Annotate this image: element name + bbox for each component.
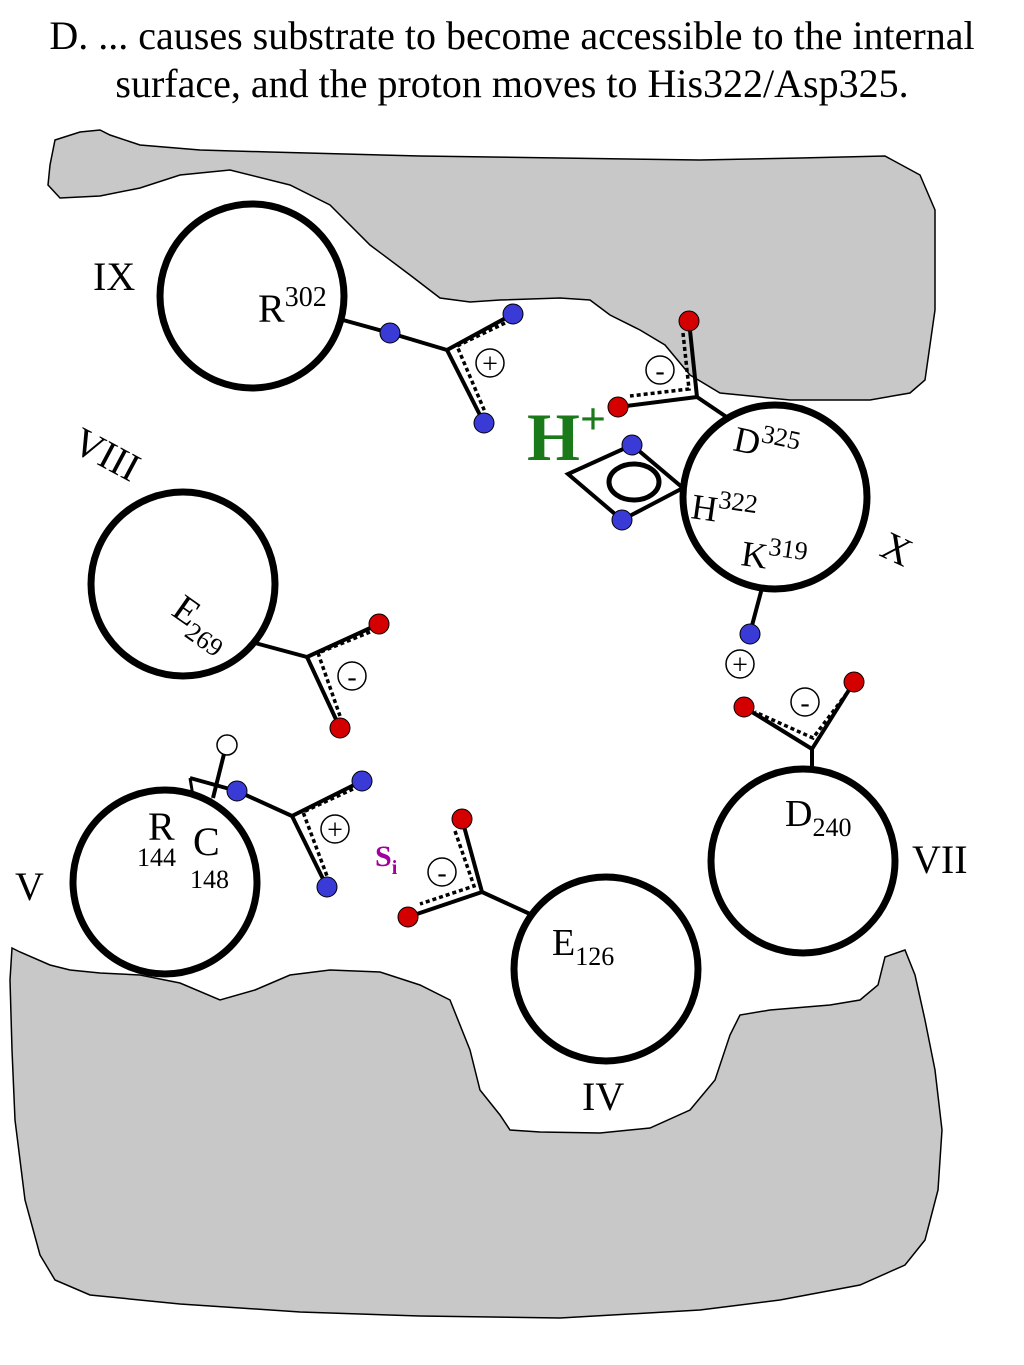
k319-charge: + [732,650,748,681]
e126-oxygen-2 [397,906,419,928]
r302-label: R302 [258,282,327,331]
substrate-subscript: i [392,857,398,879]
r144-bond-3 [291,779,363,818]
d240-charge-circle [790,687,820,717]
h322-aromatic-ring [606,461,662,503]
r144-bond-4 [290,815,329,888]
r144-number: 144 [137,843,176,872]
h322-nitrogen-1 [621,434,643,456]
d325-bond [695,395,730,420]
r302-delocalized-bond [454,321,506,413]
r302-number: 302 [285,282,327,313]
e126-bond-3 [407,890,483,919]
e126-delocalized-bond [419,830,477,906]
d325-oxygen-1 [678,310,700,332]
e126-bond-2 [460,818,484,893]
helix-ix-circle [156,200,348,392]
r144-letter: R [148,804,175,849]
helix-iv-label: IV [582,1074,624,1119]
r302-nitrogen-2 [502,303,524,325]
d240-bond-3 [742,705,814,751]
helix-viii-label: VIII [66,418,148,490]
r302-letter: R [258,286,285,331]
r144-charge-circle [320,814,350,844]
helix-v-label: V [15,864,44,909]
k319-charge-circle [725,649,755,679]
helix-x-circle [679,401,871,593]
h322-imidazole-ring [564,442,687,523]
h322-label: H322 [689,481,760,535]
helix-vii-circle [707,765,899,957]
c148-hydrogen [216,734,238,756]
e126-label: E126 [552,922,614,971]
e126-number: 126 [575,942,614,971]
helix-ix-label: IX [93,254,135,299]
r144-nitrogen-3 [316,876,338,898]
r302-bond-4 [445,349,486,424]
d240-charge: - [800,688,809,719]
d325-charge: - [655,356,664,387]
d240-bond-2 [810,680,856,751]
d325-bond-2 [687,320,699,398]
e269-oxygen-1 [368,613,390,635]
r144-charge: + [327,815,343,846]
r302-nitrogen-3 [473,412,495,434]
helix-vii-label: VII [912,837,968,882]
d240-delocalized-bond [754,691,849,741]
d325-delocalized-bond [629,332,691,398]
d325-charge-circle [645,355,675,385]
c148-right-angle-mark [188,777,213,802]
helix-viii-circle [87,488,279,680]
k319-number: 319 [767,532,810,566]
e269-bond-3 [305,656,342,729]
helix-x-label: X [874,522,919,575]
e269-charge: - [347,662,356,693]
upper-protein-surface [47,129,936,401]
e126-charge: - [437,858,446,889]
substrate-label: Si [375,840,398,879]
c148-number: 148 [190,865,229,894]
proton-charge: + [580,393,606,444]
title-line-2: surface, and the proton moves to His322/… [115,61,909,106]
d240-label: D240 [785,793,851,842]
helix-iv-circle [510,873,702,1065]
d240-oxygen-1 [843,671,865,693]
title-line-1: D. ... causes substrate to become access… [49,13,975,58]
lower-protein-surface [9,946,943,1319]
h322-letter: H [689,486,720,529]
k319-letter: K [739,533,770,576]
e269-bond-2 [306,622,380,659]
r144-nitrogen-1 [226,780,248,802]
proton-letter: H [527,399,580,475]
h322-number: 322 [717,485,760,519]
d240-number: 240 [812,813,851,842]
r302-nitrogen-1 [379,322,401,344]
e126-oxygen-1 [451,808,473,830]
d325-oxygen-2 [607,396,629,418]
d240-letter: D [785,793,812,835]
e126-letter: E [552,922,575,964]
helix-v-circle [69,786,261,978]
r302-charge-circle [475,348,505,378]
substrate-letter: S [375,840,392,873]
k319-nitrogen [739,623,761,645]
r144-nitrogen-2 [351,770,373,792]
e269-bond [254,641,308,659]
figure-title: D. ... causes substrate to become access… [0,12,1024,108]
k319-label: K319 [739,528,810,582]
c148-letter: C [193,819,220,864]
d240-oxygen-2 [733,696,755,718]
r302-charge: + [482,349,498,380]
e126-bond [481,890,531,916]
d325-bond-3 [617,395,698,409]
r144-delocalized-bond [300,787,354,877]
proton-label: H+ [527,393,606,475]
e269-oxygen-2 [329,717,351,739]
e126-charge-circle [427,857,457,887]
e269-charge-circle [337,661,367,691]
h322-nitrogen-2 [611,509,633,531]
e269-delocalized-bond [315,630,371,717]
